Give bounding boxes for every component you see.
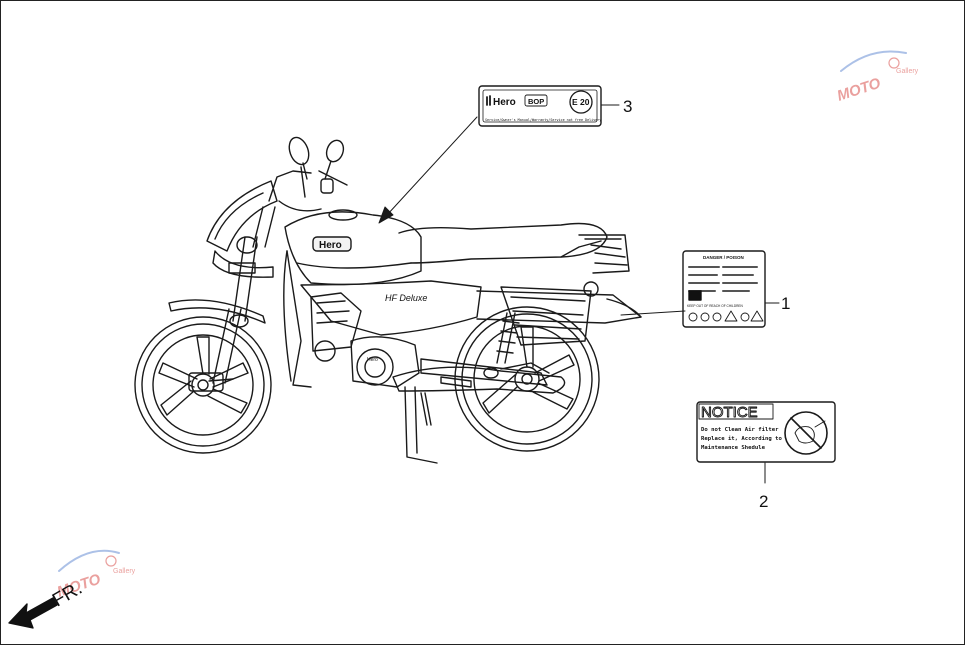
- rear-shock: [496, 312, 520, 364]
- side-script: HF Deluxe: [385, 293, 427, 303]
- side-guard: [500, 286, 592, 346]
- footrest: [440, 376, 472, 388]
- acid-warning-icon: [750, 310, 764, 322]
- front-wheel: [134, 316, 272, 454]
- label3-footer: Service/Owner's Manual/Warranty/Service …: [485, 118, 601, 122]
- decal-label-3: Hero BOP E 20 Service/Owner's Manual/War…: [478, 85, 602, 127]
- eye-protection-icon: [712, 312, 722, 322]
- no-cleaning-icon: [784, 411, 828, 455]
- goggles-icon: [740, 312, 750, 322]
- label3-badge: BOP: [528, 97, 544, 106]
- svg-text:Gallery: Gallery: [113, 568, 136, 575]
- svg-text:MOTO: MOTO: [835, 75, 883, 105]
- label2-title: NOTICE: [701, 404, 758, 421]
- label2-line3: Maintenance Shedule: [701, 445, 766, 451]
- exhaust-pipe: [392, 366, 566, 394]
- engine: Hero: [310, 292, 420, 388]
- front-arrow-icon: [8, 597, 58, 629]
- front-direction-indicator: FR.: [8, 578, 86, 629]
- decal-label-1: DANGER / POISON KEEP OUT OF REACH OF CHI…: [682, 250, 766, 328]
- svg-text:Gallery: Gallery: [896, 68, 919, 75]
- swing-arm: [420, 358, 550, 386]
- fuel-tank: Hero: [284, 209, 422, 286]
- watermark-top-right: MOTO Gallery: [835, 50, 919, 105]
- side-stand: [404, 386, 438, 464]
- label2-line1: Do not Clean Air filter: [701, 427, 779, 433]
- tank-logo: Hero: [319, 240, 342, 251]
- engine-cover-logo: Hero: [367, 357, 378, 363]
- headlamp-assembly: [206, 180, 278, 278]
- label2-line2: Replace it, According to: [701, 436, 782, 442]
- leader-lines: [378, 104, 780, 484]
- callout-2: 2: [759, 492, 768, 511]
- label1-small-text: KEEP OUT OF REACH OF CHILDREN: [687, 304, 744, 308]
- handlebar-mirrors: [268, 136, 348, 212]
- label3-brand: Hero: [493, 97, 516, 108]
- front-fork: [208, 206, 276, 384]
- frame-rear: [283, 250, 642, 388]
- warning-triangle-icon: [724, 310, 738, 322]
- label1-title: DANGER / POISON: [703, 255, 744, 260]
- callout-3: 3: [623, 97, 632, 116]
- front-fender: [168, 299, 266, 324]
- side-panel: HF Deluxe: [300, 280, 482, 336]
- no-smoking-icon: [688, 312, 698, 322]
- seat: [398, 222, 608, 264]
- no-flame-icon: [700, 312, 710, 322]
- callout-1: 1: [781, 294, 790, 313]
- label1-text-lines: [688, 266, 758, 292]
- rear-carrier: [578, 234, 630, 297]
- label1-hazard-icons: [688, 310, 764, 322]
- decal-label-2: NOTICE Do not Clean Air filter Replace i…: [696, 401, 836, 463]
- motorcycle-line-art: Hero HF Deluxe: [134, 136, 642, 464]
- label3-fuel-badge: E 20: [572, 97, 590, 107]
